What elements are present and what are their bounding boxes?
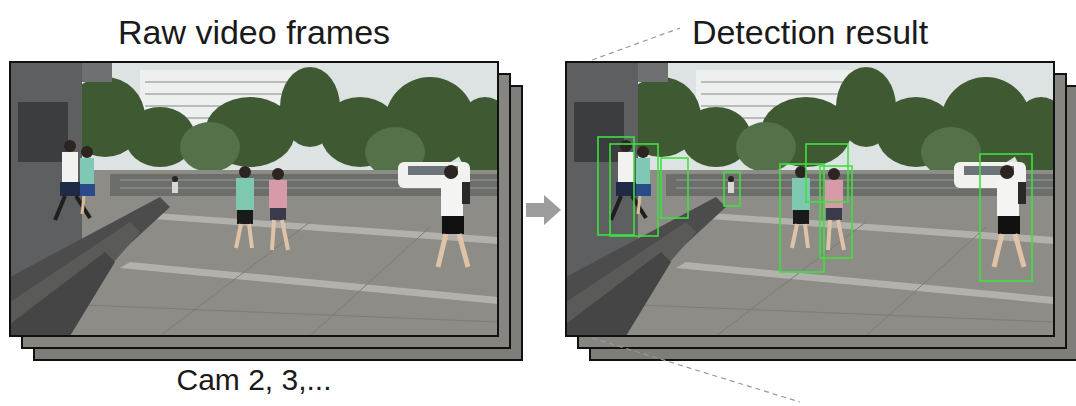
detection-boxes: [598, 137, 1032, 281]
frame-title: Raw video frames: [10, 12, 498, 52]
zoom-lines: [592, 28, 800, 402]
frame-title: Detection result: [566, 12, 1054, 52]
flow-arrow: [526, 195, 561, 225]
frame-stack: Detection result: [563, 8, 1068, 348]
frame-caption: Cam 2, 3,...: [10, 360, 498, 400]
frame-stack: Raw video framesCam 2, 3,...: [8, 8, 523, 400]
